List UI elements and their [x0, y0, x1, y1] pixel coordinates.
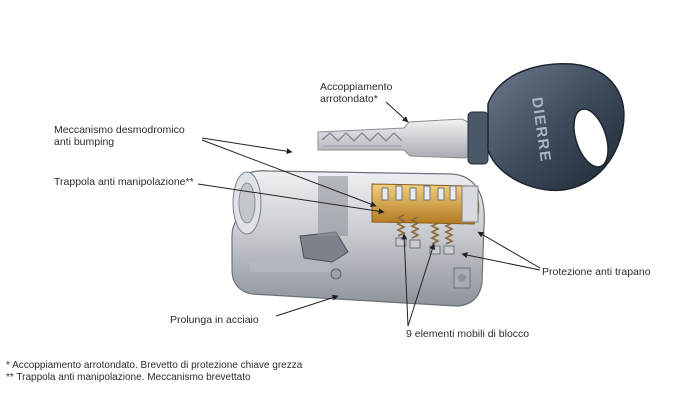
footnote-2: ** Trappola anti manipolazione. Meccanis…: [6, 372, 251, 383]
leader-elementi-a: [407, 243, 436, 327]
label-protezione: Protezione anti trapano: [542, 266, 651, 278]
leader-trappola: [197, 183, 385, 215]
leader-accoppiamento: [385, 101, 409, 123]
label-prolunga: Prolunga in acciaio: [170, 314, 259, 326]
leader-elementi-b: [401, 233, 409, 327]
footnotes: * Accoppiamento arrotondato. Brevetto di…: [6, 360, 302, 384]
key-shoulder: [467, 111, 489, 165]
leader-meccanismo-b: [201, 139, 377, 207]
label-accoppiamento: Accoppiamento arrotondato*: [320, 81, 392, 105]
label-meccanismo-line2: anti bumping: [54, 136, 115, 148]
springs: [396, 214, 454, 245]
key: DIERRE: [317, 63, 625, 192]
leader-protezione-a: [477, 231, 541, 269]
label-accoppiamento-line2: arrotondato*: [320, 93, 378, 105]
anti-drill-insert: [461, 185, 479, 223]
locking-pins: [381, 185, 457, 201]
cylinder: [231, 170, 485, 307]
key-ring-hole: [573, 108, 609, 168]
label-trappola: Trappola anti manipolazione**: [54, 176, 194, 188]
label-meccanismo: Meccanismo desmodromico anti bumping: [54, 124, 185, 148]
leader-meccanismo-a: [201, 137, 293, 155]
leader-prolunga: [275, 294, 339, 317]
label-elementi: 9 elementi mobili di blocco: [406, 328, 530, 340]
leader-lines: [197, 101, 541, 327]
key-blade-cuts: [321, 132, 403, 142]
leader-protezione-b: [461, 252, 541, 271]
label-meccanismo-line1: Meccanismo desmodromico: [54, 124, 185, 136]
footnote-1: * Accoppiamento arrotondato. Brevetto di…: [6, 360, 303, 371]
steel-extension: [250, 262, 330, 272]
label-accoppiamento-line1: Accoppiamento: [320, 81, 393, 93]
fixing-screw-hole: [330, 268, 342, 280]
